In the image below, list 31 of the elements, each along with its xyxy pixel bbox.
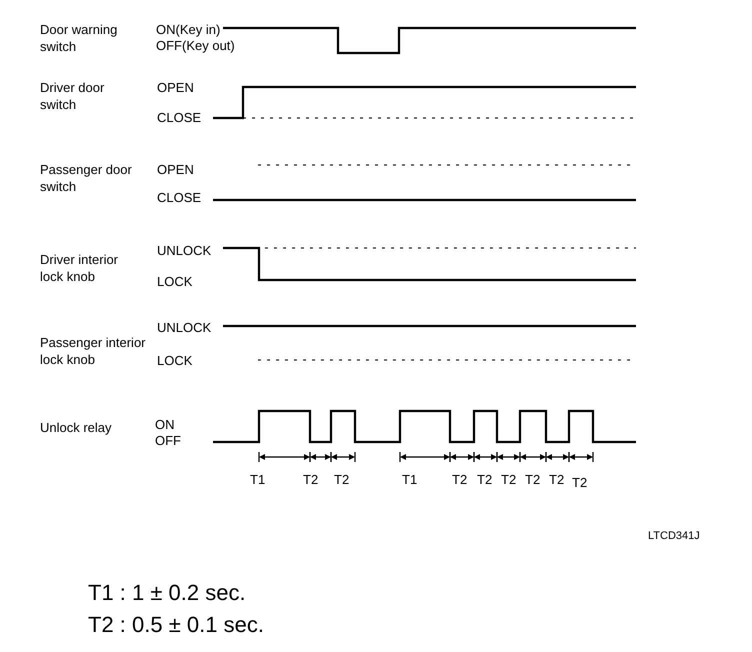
- signal-name: Passenger door switch: [40, 161, 133, 195]
- state-label: OFF: [155, 432, 181, 449]
- signal-name: Unlock relay: [40, 419, 112, 436]
- time-label: T2: [549, 471, 564, 488]
- state-label: LOCK: [157, 273, 192, 290]
- signal-name: Driver door switch: [40, 79, 106, 113]
- state-label: OFF(Key out): [156, 37, 235, 54]
- time-label: T2: [525, 471, 540, 488]
- state-label: OPEN: [157, 79, 194, 96]
- time-label: T2: [477, 471, 492, 488]
- state-label: CLOSE: [157, 109, 202, 126]
- state-label: UNLOCK: [157, 242, 212, 259]
- state-label: UNLOCK: [157, 319, 212, 336]
- state-label: CLOSE: [157, 189, 202, 206]
- state-label: OPEN: [157, 161, 194, 178]
- figure-code: LTCD341J: [648, 529, 700, 543]
- signal-name: Driver interior lock knob: [40, 251, 120, 285]
- time-label: T2: [334, 471, 350, 488]
- state-label: ON(Key in): [156, 21, 220, 38]
- time-label: T2: [452, 471, 468, 488]
- time-label: T1: [402, 471, 418, 488]
- state-label: ON: [155, 416, 174, 433]
- timing-note: T2 : 0.5 ± 0.1 sec.: [88, 611, 264, 639]
- time-label: T1: [250, 471, 266, 488]
- signal-name: Door warning switch: [40, 21, 118, 55]
- time-label: T2: [303, 471, 318, 488]
- timing-note: T1 : 1 ± 0.2 sec.: [88, 579, 246, 607]
- state-label: LOCK: [157, 352, 192, 369]
- time-label: T2: [572, 474, 588, 491]
- time-label: T2: [501, 471, 516, 488]
- signal-name: Passenger interior lock knob: [40, 334, 146, 368]
